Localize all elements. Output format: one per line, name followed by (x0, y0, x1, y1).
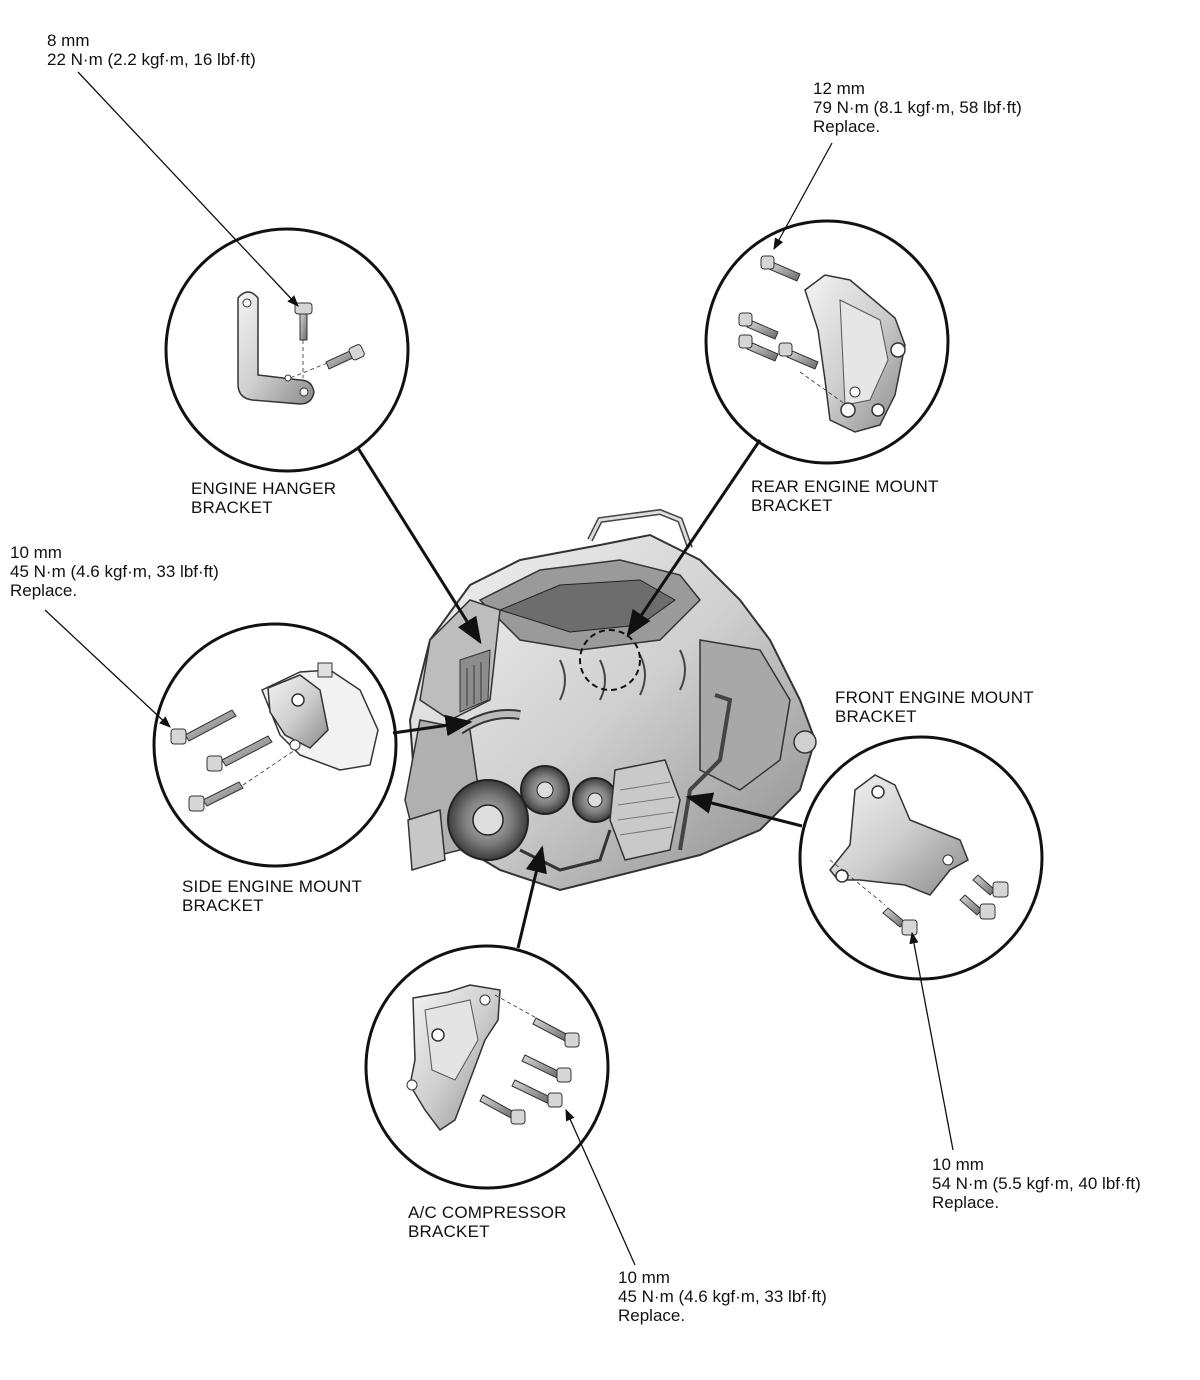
engine-hanger-detail (164, 227, 410, 473)
side-engine-mount-detail (152, 622, 398, 868)
rear-engine-mount-label-line2: BRACKET (751, 496, 833, 515)
leader-lines (44, 71, 954, 1266)
front-mount-bolt-spec: 10 mm 54 N·m (5.5 kgf·m, 40 lbf·ft) Repl… (932, 1155, 1141, 1212)
hanger-bolt-size: 8 mm (47, 31, 90, 50)
front-engine-mount-detail (798, 735, 1044, 981)
engine-hanger-label-line1: ENGINE HANGER (191, 479, 337, 498)
engine-hanger-label: ENGINE HANGER BRACKET (191, 479, 336, 517)
side-engine-mount-label-line1: SIDE ENGINE MOUNT (182, 877, 363, 896)
side-mount-bolt-torque: 45 N·m (4.6 kgf·m, 33 lbf·ft) (10, 562, 219, 581)
front-mount-bolt-leader (909, 931, 954, 1151)
rear-engine-mount-label-line1: REAR ENGINE MOUNT (751, 477, 939, 496)
connector-arrows (356, 439, 803, 949)
front-engine-mount-label: FRONT ENGINE MOUNT BRACKET (835, 688, 1034, 726)
side-mount-bolt-spec: 10 mm 45 N·m (4.6 kgf·m, 33 lbf·ft) Repl… (10, 543, 219, 600)
ac-compressor-label-line2: BRACKET (408, 1222, 490, 1241)
hanger-bolt-spec: 8 mm 22 N·m (2.2 kgf·m, 16 lbf·ft) (47, 31, 256, 69)
ac-compressor-detail (364, 944, 610, 1190)
front-engine-mount-label-line1: FRONT ENGINE MOUNT (835, 688, 1034, 707)
ac-compressor-label-line1: A/C COMPRESSOR (408, 1203, 567, 1222)
rear-mount-bolt-size: 12 mm (813, 79, 865, 98)
ac-compressor-label: A/C COMPRESSOR BRACKET (408, 1203, 567, 1241)
side-mount-connector-arrow (392, 714, 473, 737)
hanger-bolt-leader (77, 71, 299, 307)
ac-bolt-leader (565, 1108, 636, 1266)
hanger-connector-arrow (356, 447, 482, 645)
front-mount-bolt-note: Replace. (932, 1193, 1000, 1212)
front-engine-mount-label-line2: BRACKET (835, 707, 917, 726)
ac-bolt-note: Replace. (618, 1306, 686, 1325)
side-mount-bolt-size: 10 mm (10, 543, 62, 562)
engine-illustration (404, 508, 817, 892)
ac-bolt-size: 10 mm (618, 1268, 670, 1287)
front-mount-connector-arrow (685, 792, 803, 828)
rear-mount-connector-arrow (626, 439, 762, 638)
front-mount-bolt-torque: 54 N·m (5.5 kgf·m, 40 lbf·ft) (932, 1174, 1141, 1193)
ac-connector-arrow (516, 845, 547, 949)
rear-engine-mount-detail (704, 219, 950, 465)
rear-mount-bolt-spec: 12 mm 79 N·m (8.1 kgf·m, 58 lbf·ft) Repl… (813, 79, 1022, 136)
rear-mount-bolt-leader (773, 142, 833, 251)
rear-mount-bolt-note: Replace. (813, 117, 881, 136)
rear-engine-mount-label: REAR ENGINE MOUNT BRACKET (751, 477, 939, 515)
side-mount-bolt-note: Replace. (10, 581, 78, 600)
hanger-bolt-torque: 22 N·m (2.2 kgf·m, 16 lbf·ft) (47, 50, 256, 69)
ac-bolt-spec: 10 mm 45 N·m (4.6 kgf·m, 33 lbf·ft) Repl… (618, 1268, 827, 1325)
side-mount-bolt-leader (44, 609, 171, 728)
engine-hanger-label-line2: BRACKET (191, 498, 273, 517)
side-engine-mount-label: SIDE ENGINE MOUNT BRACKET (182, 877, 362, 915)
side-engine-mount-label-line2: BRACKET (182, 896, 264, 915)
ac-bolt-torque: 45 N·m (4.6 kgf·m, 33 lbf·ft) (618, 1287, 827, 1306)
rear-mount-bolt-torque: 79 N·m (8.1 kgf·m, 58 lbf·ft) (813, 98, 1022, 117)
front-mount-bolt-size: 10 mm (932, 1155, 984, 1174)
